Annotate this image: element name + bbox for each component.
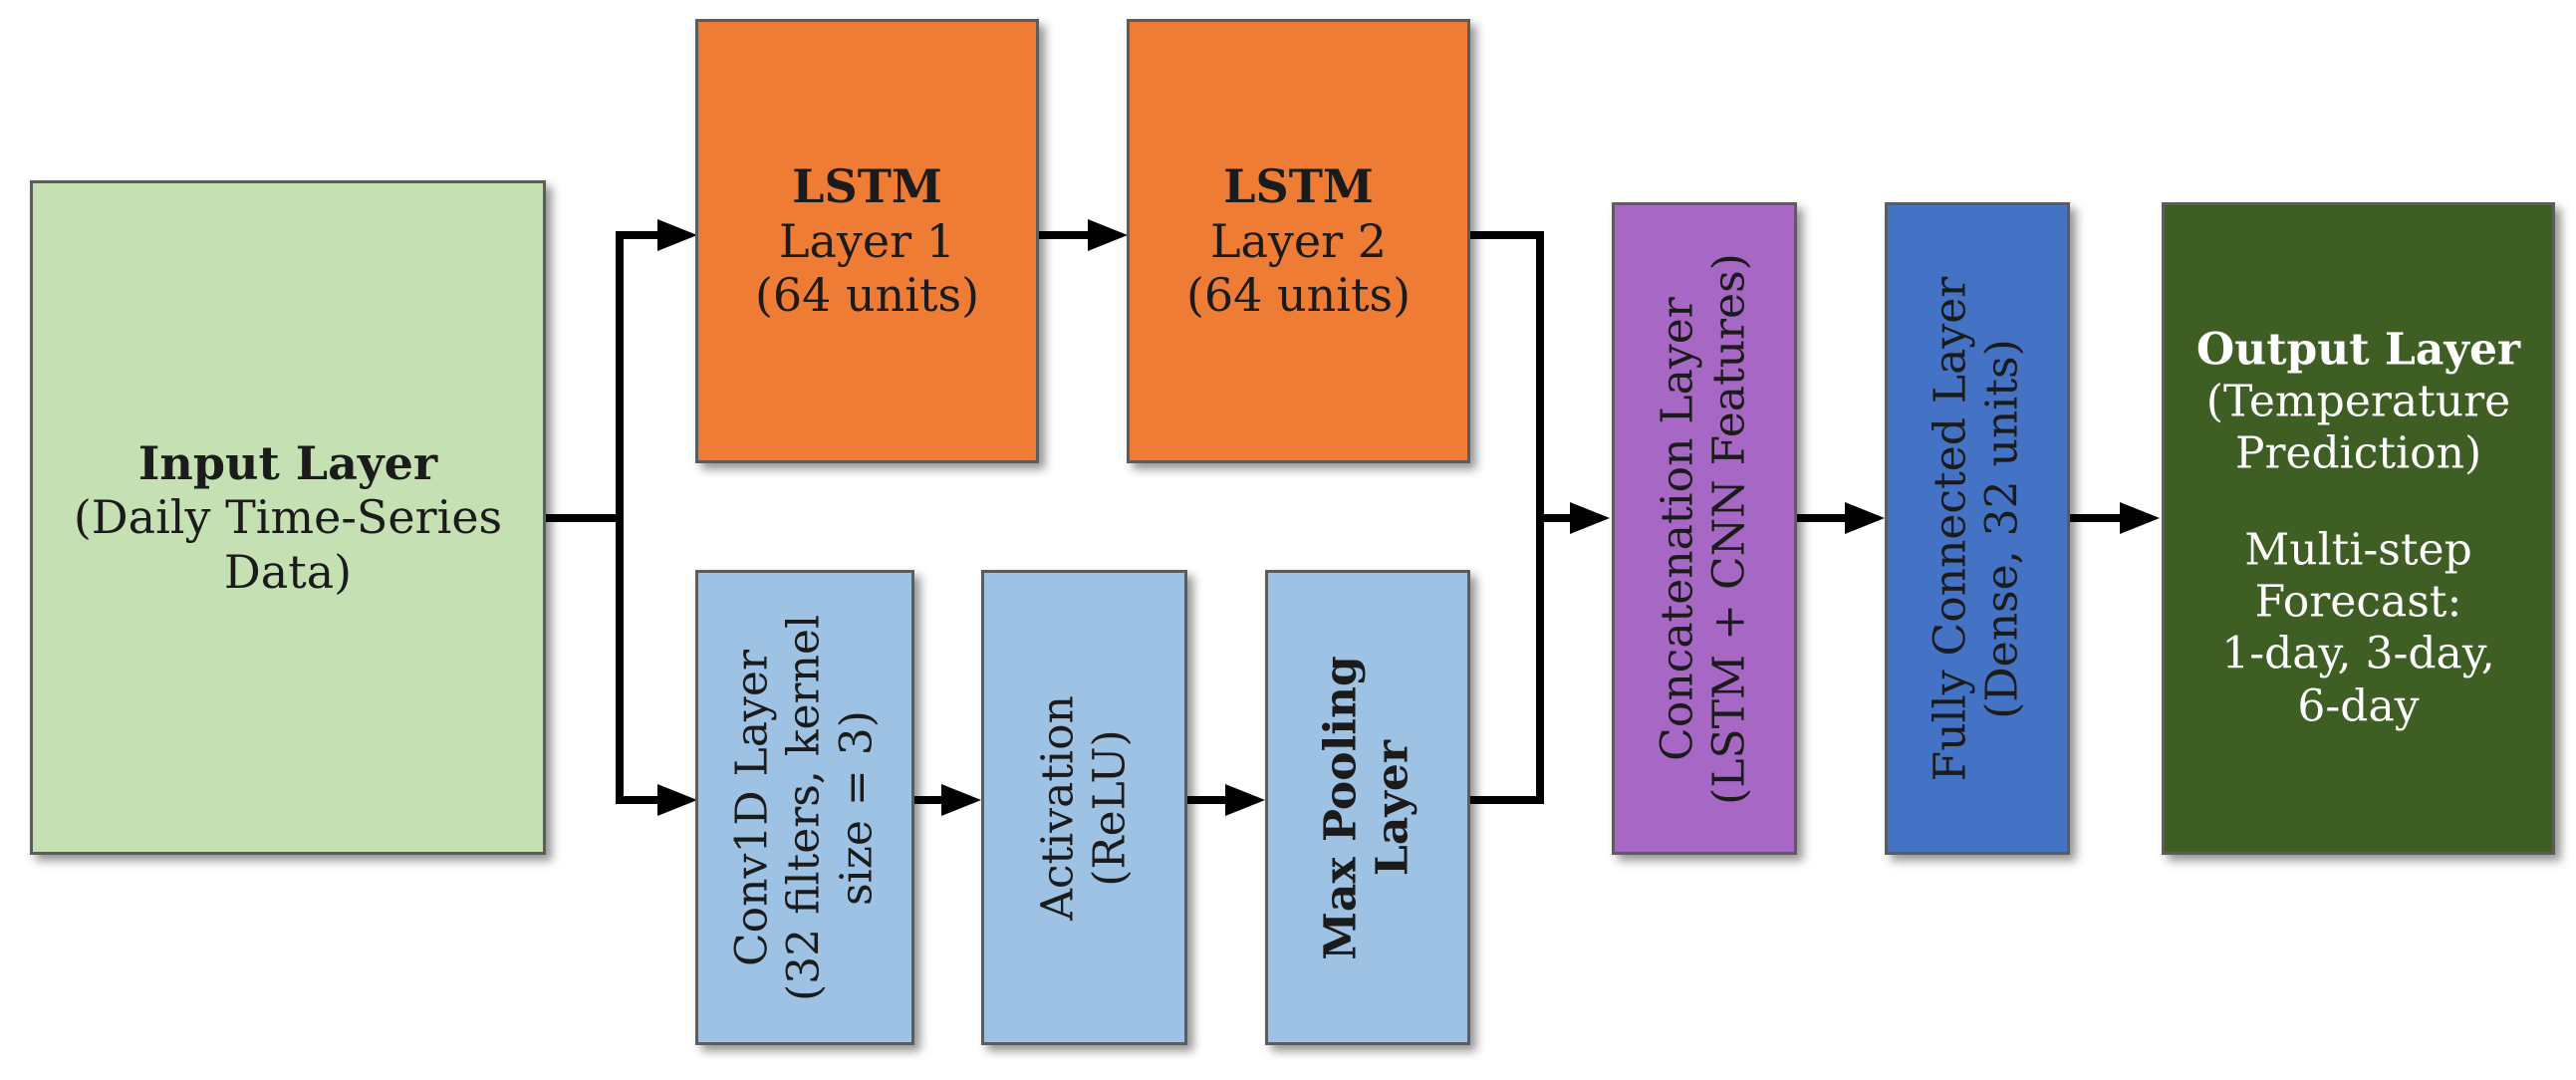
lstm-layer-2-text: LSTM Layer 2 (64 units) xyxy=(1186,159,1411,323)
arrowhead-to-dense xyxy=(1845,502,1885,534)
output-layer-block: Output Layer (Temperature Prediction) Mu… xyxy=(2162,202,2555,855)
output-layer-line-2: Prediction) xyxy=(2234,427,2482,479)
output-layer-forecast-line-2: Forecast: xyxy=(2254,576,2462,628)
edge-lstm2-to-merge xyxy=(1470,231,1544,518)
input-layer-title: Input Layer xyxy=(137,435,438,490)
lstm-layer-2-block: LSTM Layer 2 (64 units) xyxy=(1127,19,1470,463)
lstm-layer-1-line-1: Layer 1 xyxy=(778,213,956,268)
edge-branch-to-lstm1 xyxy=(616,231,657,518)
max-pooling-layer-line-1: Layer xyxy=(1368,739,1418,876)
fully-connected-layer-block: Fully Connected Layer (Dense, 32 units) xyxy=(1885,202,2070,855)
activation-line-2: (ReLU) xyxy=(1084,728,1136,887)
output-layer-line-1: (Temperature xyxy=(2205,376,2511,427)
lstm-layer-1-title: LSTM xyxy=(792,158,942,213)
conv1d-layer-block: Conv1D Layer (32 filters, kernel size = … xyxy=(695,570,914,1045)
arrowhead-to-conv1d xyxy=(657,784,697,816)
lstm-layer-2-line-2: (64 units) xyxy=(1185,268,1412,323)
activation-block: Activation (ReLU) xyxy=(981,570,1187,1045)
output-layer-forecast-line-1: Multi-step xyxy=(2244,524,2472,576)
conv1d-layer-text: Conv1D Layer (32 filters, kernel size = … xyxy=(726,614,883,1000)
lstm-layer-1-line-2: (64 units) xyxy=(754,268,980,323)
edge-branch-to-conv1d xyxy=(616,518,657,804)
fully-connected-layer-line-1: Fully Connected Layer xyxy=(1925,276,1976,781)
output-layer-text: Output Layer (Temperature Prediction) Mu… xyxy=(2196,324,2520,733)
arrowhead-to-lstm1 xyxy=(657,219,697,251)
arrowhead-to-activation xyxy=(941,784,981,816)
lstm-layer-1-block: LSTM Layer 1 (64 units) xyxy=(695,19,1039,463)
max-pooling-layer-block: Max Pooling Layer xyxy=(1265,570,1470,1045)
concatenation-layer-line-2: (LSTM + CNN Features) xyxy=(1704,252,1755,805)
conv1d-layer-line-3: size = 3) xyxy=(831,709,883,906)
lstm-layer-2-line-1: Layer 2 xyxy=(1209,213,1388,268)
output-layer-forecast-line-3: 1-day, 3-day, xyxy=(2221,629,2495,680)
concatenation-layer-text: Concatenation Layer (LSTM + CNN Features… xyxy=(1653,253,1757,805)
fully-connected-layer-text: Fully Connected Layer (Dense, 32 units) xyxy=(1926,276,2030,781)
activation-text: Activation (ReLU) xyxy=(1032,695,1137,921)
input-layer-text: Input Layer (Daily Time-Series Data) xyxy=(74,435,502,599)
conv1d-layer-line-2: (32 filters, kernel xyxy=(778,614,830,1001)
lstm-layer-2-title: LSTM xyxy=(1223,158,1374,213)
output-layer-forecast-line-4: 6-day xyxy=(2297,680,2420,732)
edge-maxpool-to-merge xyxy=(1470,518,1544,804)
arrowhead-to-lstm2 xyxy=(1088,219,1128,251)
fully-connected-layer-line-2: (Dense, 32 units) xyxy=(1977,338,2028,719)
max-pooling-layer-title: Max Pooling xyxy=(1315,655,1367,960)
arrowhead-to-concat xyxy=(1570,502,1610,534)
max-pooling-layer-text: Max Pooling Layer xyxy=(1316,656,1420,960)
arrowhead-to-output xyxy=(2120,502,2160,534)
activation-line-1: Activation xyxy=(1032,694,1084,921)
output-layer-title: Output Layer xyxy=(2195,324,2521,376)
arrowhead-to-maxpool xyxy=(1225,784,1265,816)
input-layer-line-2: Data) xyxy=(223,544,353,599)
input-layer-line-1: (Daily Time-Series xyxy=(73,490,503,545)
conv1d-layer-line-1: Conv1D Layer xyxy=(726,649,778,966)
concatenation-layer-line-1: Concatenation Layer xyxy=(1652,296,1703,761)
lstm-layer-1-text: LSTM Layer 1 (64 units) xyxy=(755,159,979,323)
concatenation-layer-block: Concatenation Layer (LSTM + CNN Features… xyxy=(1612,202,1797,855)
input-layer-block: Input Layer (Daily Time-Series Data) xyxy=(30,180,546,855)
